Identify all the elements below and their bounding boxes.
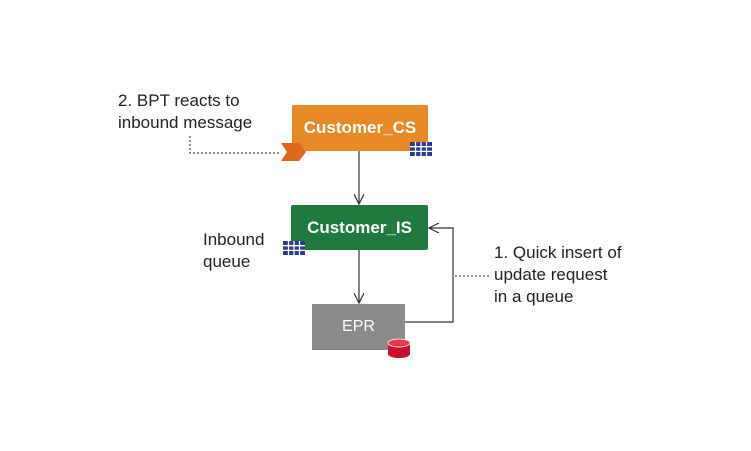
arrow-epr-to-is (405, 228, 454, 323)
customer-is-node: Customer_IS (291, 205, 428, 250)
inbound-queue-annotation: Inbound queue (203, 230, 265, 271)
leader-bpt (189, 136, 280, 154)
trigger-marker-icon (281, 143, 306, 161)
inbound-queue-icon (283, 241, 305, 255)
customer-cs-node: Customer_CS (292, 105, 428, 151)
customer-cs-label: Customer_CS (303, 118, 417, 137)
bpt-reacts-annotation: 2. BPT reacts to inbound message (118, 91, 253, 132)
queue-icon (410, 142, 432, 156)
epr-node: EPR (312, 304, 405, 350)
quick-insert-annotation: 1. Quick insert of update request in a q… (494, 243, 622, 306)
customer-is-label: Customer_IS (307, 217, 412, 237)
database-icon (387, 338, 411, 358)
epr-label: EPR (342, 318, 375, 335)
